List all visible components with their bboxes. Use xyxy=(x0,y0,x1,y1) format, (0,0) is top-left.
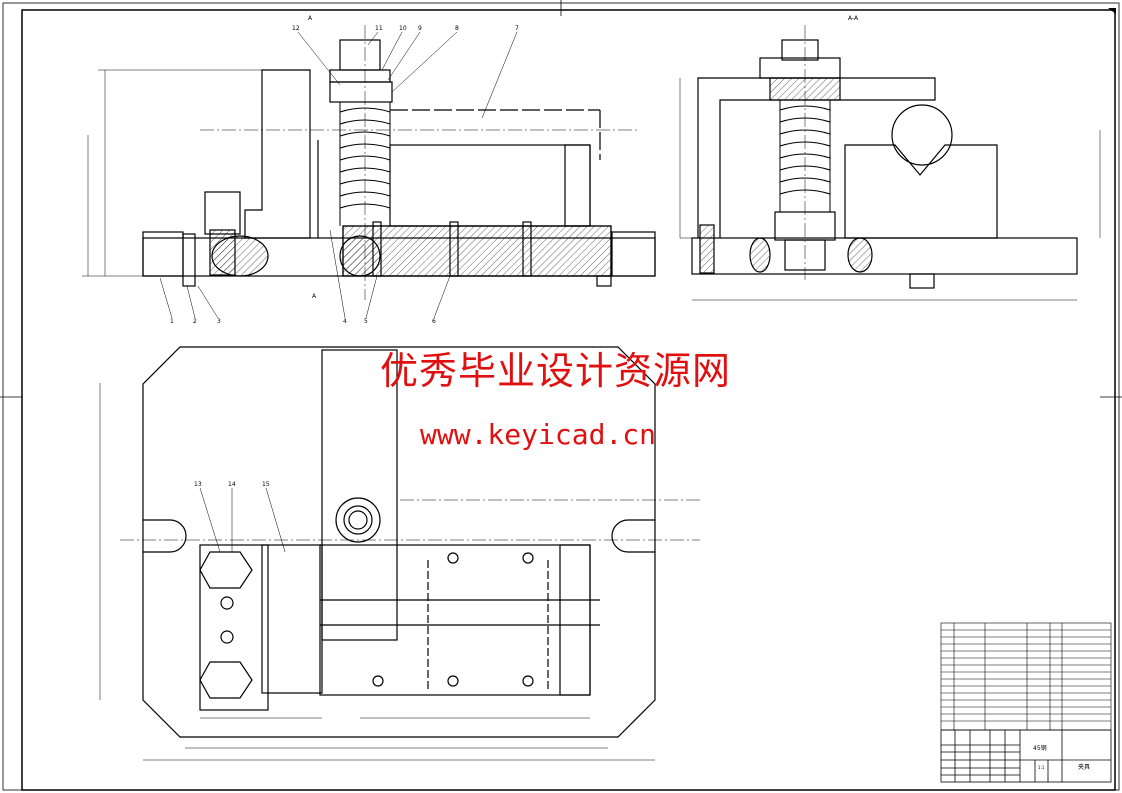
callout-13: 13 xyxy=(194,481,202,488)
section-label: A-A xyxy=(848,15,859,22)
watermark-url: www.keyicad.cn xyxy=(420,418,657,451)
callout-1: 1 xyxy=(170,318,174,325)
callout-5: 5 xyxy=(364,318,368,325)
side-view xyxy=(679,25,1101,301)
title-block-scale: 1:1 xyxy=(1038,765,1045,770)
plan-view xyxy=(99,346,700,761)
callout-10: 10 xyxy=(399,25,407,32)
callout-9: 9 xyxy=(418,25,422,32)
callout-12: 12 xyxy=(292,25,300,32)
callout-2: 2 xyxy=(193,318,197,325)
plan-view-leaders xyxy=(199,487,286,553)
callout-11: 11 xyxy=(375,25,383,32)
callout-6: 6 xyxy=(432,318,436,325)
front-view-labels: 1 2 3 4 5 6 12 11 10 9 8 7 A A xyxy=(170,15,519,325)
front-view xyxy=(82,25,656,300)
callout-8: 8 xyxy=(455,25,459,32)
title-block-material: 45钢 xyxy=(1033,744,1047,752)
callout-14: 14 xyxy=(228,481,236,488)
section-mark-top: A xyxy=(308,15,313,22)
plan-view-labels: 13 14 15 xyxy=(194,481,270,488)
watermark-site-name: 优秀毕业设计资源网 xyxy=(380,349,732,393)
callout-7: 7 xyxy=(515,25,519,32)
callout-3: 3 xyxy=(217,318,221,325)
section-mark-bottom: A xyxy=(312,293,317,300)
title-block-drawing-name: 夹具 xyxy=(1078,763,1090,771)
parts-list xyxy=(940,622,1112,731)
title-block xyxy=(940,729,1112,783)
front-view-leaders xyxy=(159,31,518,319)
callout-4: 4 xyxy=(343,318,347,325)
callout-15: 15 xyxy=(262,481,270,488)
